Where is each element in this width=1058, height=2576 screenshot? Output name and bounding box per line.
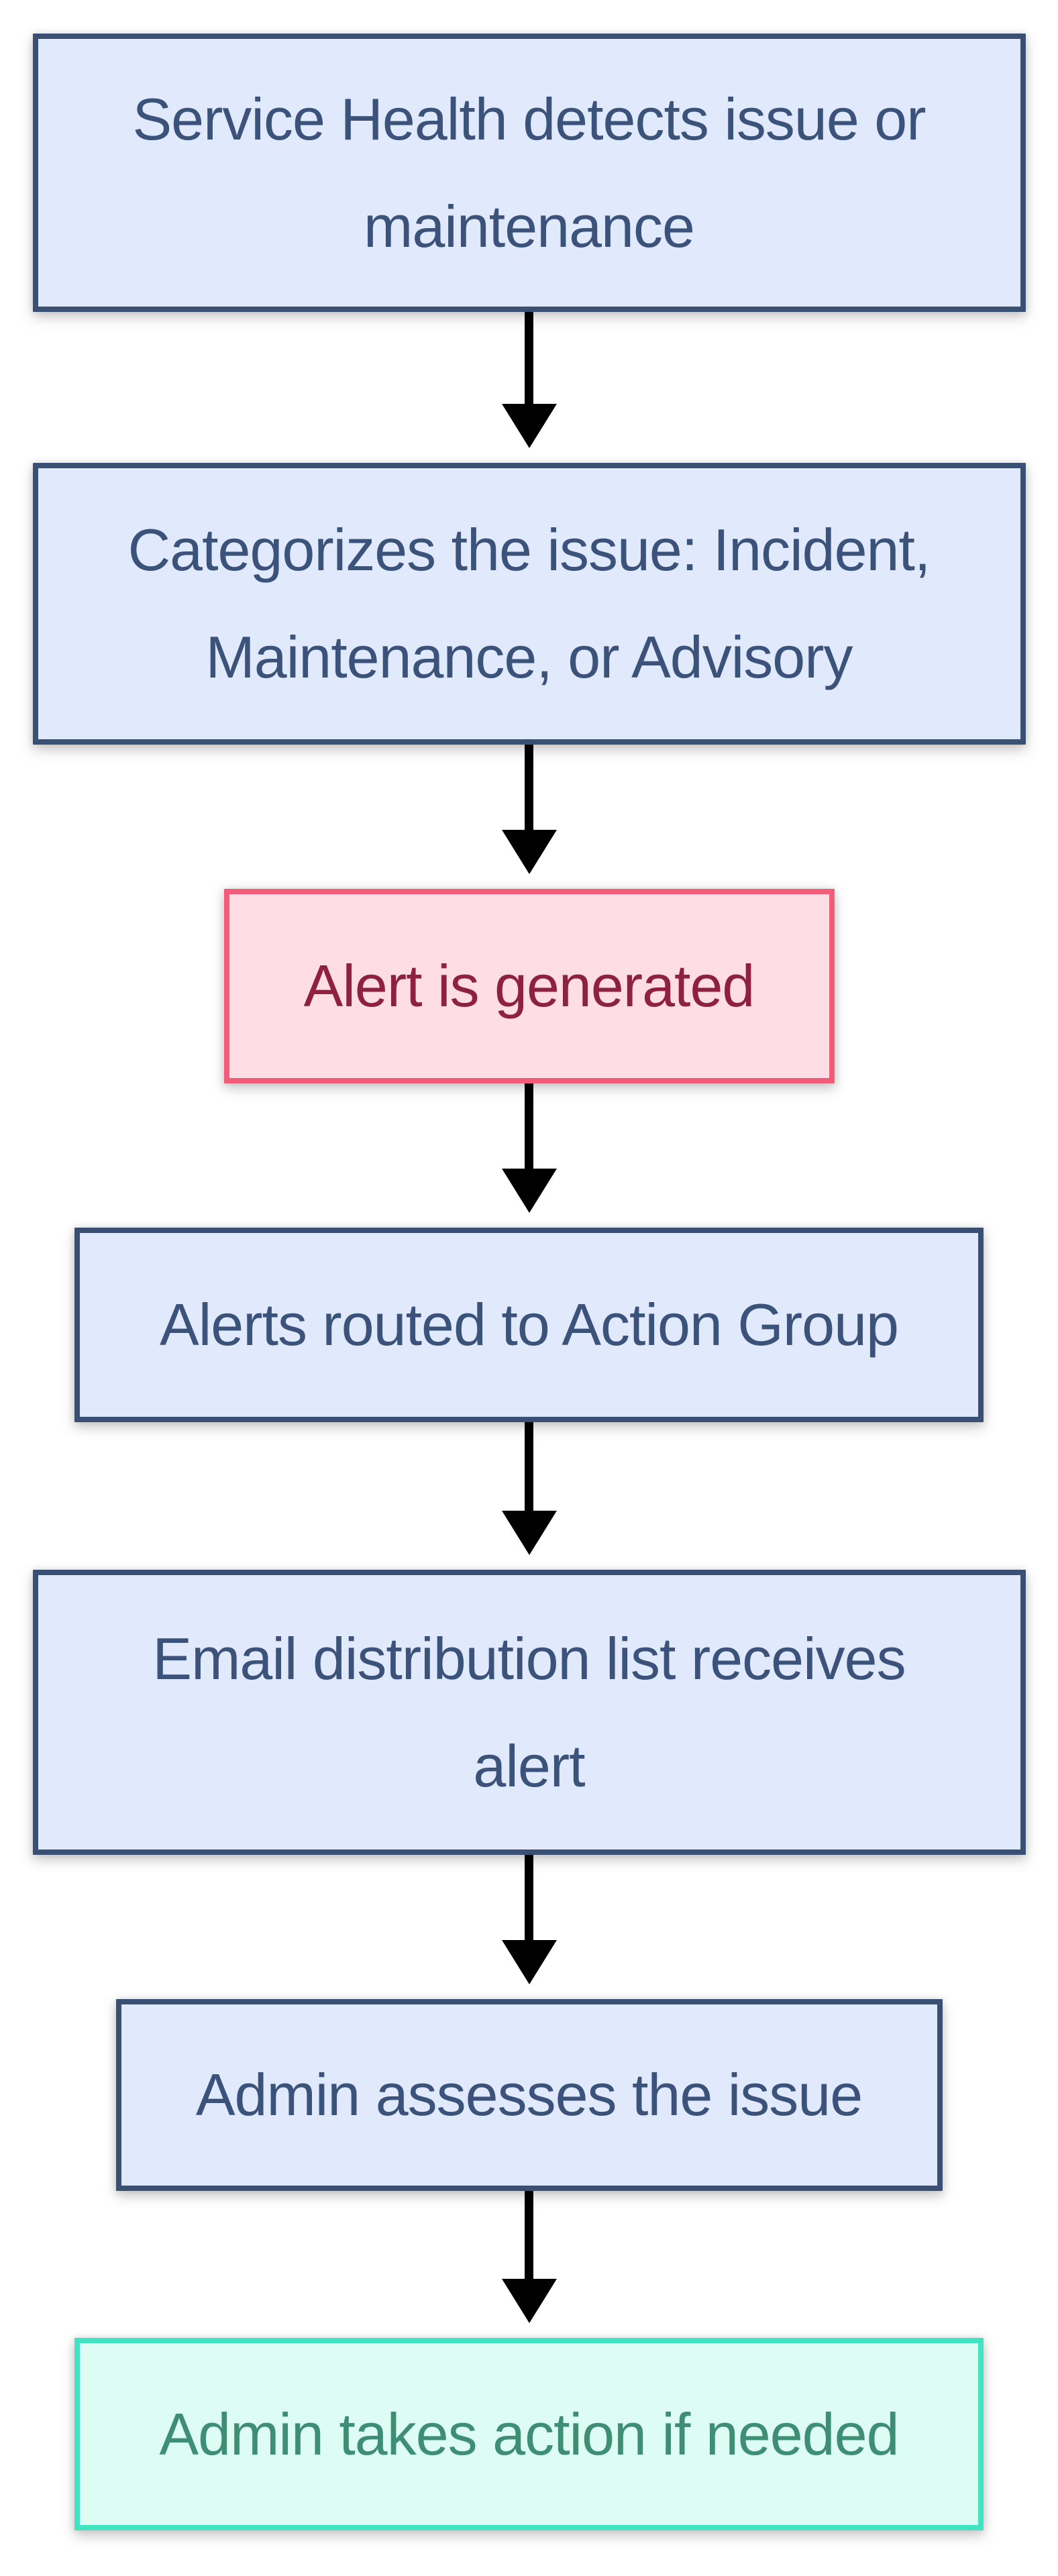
node-label: Service Health detects issue or maintena… <box>132 85 926 260</box>
arrowhead-down-icon <box>501 404 557 448</box>
flow-arrow-1 <box>501 312 557 463</box>
flow-arrow-3 <box>501 1083 557 1228</box>
node-label: Alerts routed to Action Group <box>160 1291 899 1358</box>
arrowhead-down-icon <box>501 1169 557 1213</box>
arrow-shaft <box>525 1855 533 1940</box>
flow-node-alert-generated: Alert is generated <box>223 889 835 1083</box>
arrow-shaft <box>525 312 533 404</box>
arrow-shaft <box>525 1422 533 1511</box>
arrowhead-down-icon <box>501 2279 557 2323</box>
flow-node-email-distribution-list: Email distribution list receives alert <box>32 1570 1026 1855</box>
node-label: Email distribution list receives alert <box>152 1625 906 1799</box>
flow-arrow-5 <box>501 1855 557 1999</box>
flow-arrow-6 <box>501 2191 557 2338</box>
arrow-shaft <box>525 2191 533 2279</box>
arrowhead-down-icon <box>501 1940 557 1984</box>
flow-node-categorizes-issue: Categorizes the issue: Incident, Mainten… <box>32 463 1026 745</box>
arrow-shaft <box>525 1083 533 1169</box>
node-label: Admin takes action if needed <box>159 2400 899 2467</box>
node-label: Admin assesses the issue <box>195 2061 863 2128</box>
flow-arrow-2 <box>501 745 557 889</box>
arrow-shaft <box>525 745 533 830</box>
flow-node-admin-takes-action: Admin takes action if needed <box>74 2338 984 2530</box>
node-label: Categorizes the issue: Incident, Mainten… <box>127 517 931 690</box>
flow-arrow-4 <box>501 1422 557 1570</box>
arrowhead-down-icon <box>501 1511 557 1555</box>
arrowhead-down-icon <box>501 830 557 874</box>
flow-node-alerts-routed-action-group: Alerts routed to Action Group <box>74 1228 984 1422</box>
node-label: Alert is generated <box>303 953 755 1019</box>
flow-node-service-health-detects: Service Health detects issue or maintena… <box>32 34 1026 312</box>
flow-node-admin-assesses-issue: Admin assesses the issue <box>115 1999 943 2191</box>
